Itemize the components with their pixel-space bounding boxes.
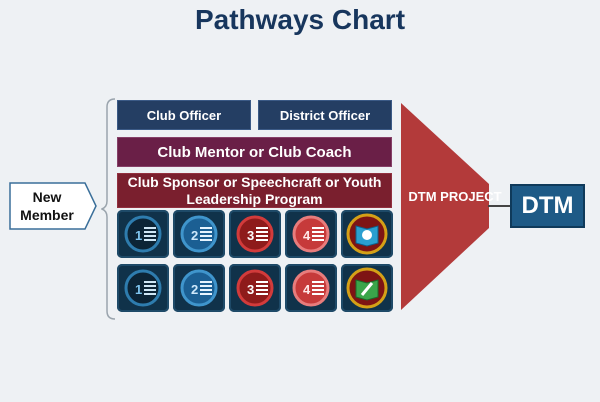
new-member-node: New Member bbox=[9, 182, 97, 230]
new-member-shape bbox=[9, 182, 97, 230]
bracket bbox=[101, 98, 116, 320]
sponsor-box: Club Sponsor or Speechcraft or Youth Lea… bbox=[117, 173, 392, 208]
level-5-tile bbox=[341, 210, 393, 258]
level-4-tile: 4 bbox=[285, 210, 337, 258]
page-title: Pathways Chart bbox=[194, 4, 406, 35]
level-1-tile: 1 bbox=[117, 264, 169, 312]
new-member-label: New Member bbox=[20, 189, 74, 223]
level-3-tile: 3 bbox=[229, 264, 281, 312]
dtm-project-shape bbox=[401, 103, 489, 310]
lightbulb-icon bbox=[362, 230, 372, 240]
pencil-icon bbox=[360, 282, 374, 296]
dtm-project-node: DTM PROJECT bbox=[401, 103, 509, 316]
level-number: 4 bbox=[303, 228, 311, 243]
dtm-box: DTM bbox=[510, 184, 585, 228]
mentor-box: Club Mentor or Club Coach bbox=[117, 137, 392, 167]
level-number: 1 bbox=[135, 228, 142, 243]
level-number: 1 bbox=[135, 282, 142, 297]
level-3-tile: 3 bbox=[229, 210, 281, 258]
level-number: 2 bbox=[191, 228, 198, 243]
club-officer-box: Club Officer bbox=[117, 100, 251, 130]
level-5-tile bbox=[341, 264, 393, 312]
district-officer-box: District Officer bbox=[258, 100, 392, 130]
connector-line bbox=[488, 205, 510, 207]
level-number: 4 bbox=[303, 282, 311, 297]
level-2-tile: 2 bbox=[173, 210, 225, 258]
level-number: 3 bbox=[247, 282, 254, 297]
dtm-project-label: DTM PROJECT bbox=[408, 189, 502, 204]
level-1-tile: 1 bbox=[117, 210, 169, 258]
level-number: 3 bbox=[247, 228, 254, 243]
level-2-tile: 2 bbox=[173, 264, 225, 312]
level-4-tile: 4 bbox=[285, 264, 337, 312]
level-number: 2 bbox=[191, 282, 198, 297]
